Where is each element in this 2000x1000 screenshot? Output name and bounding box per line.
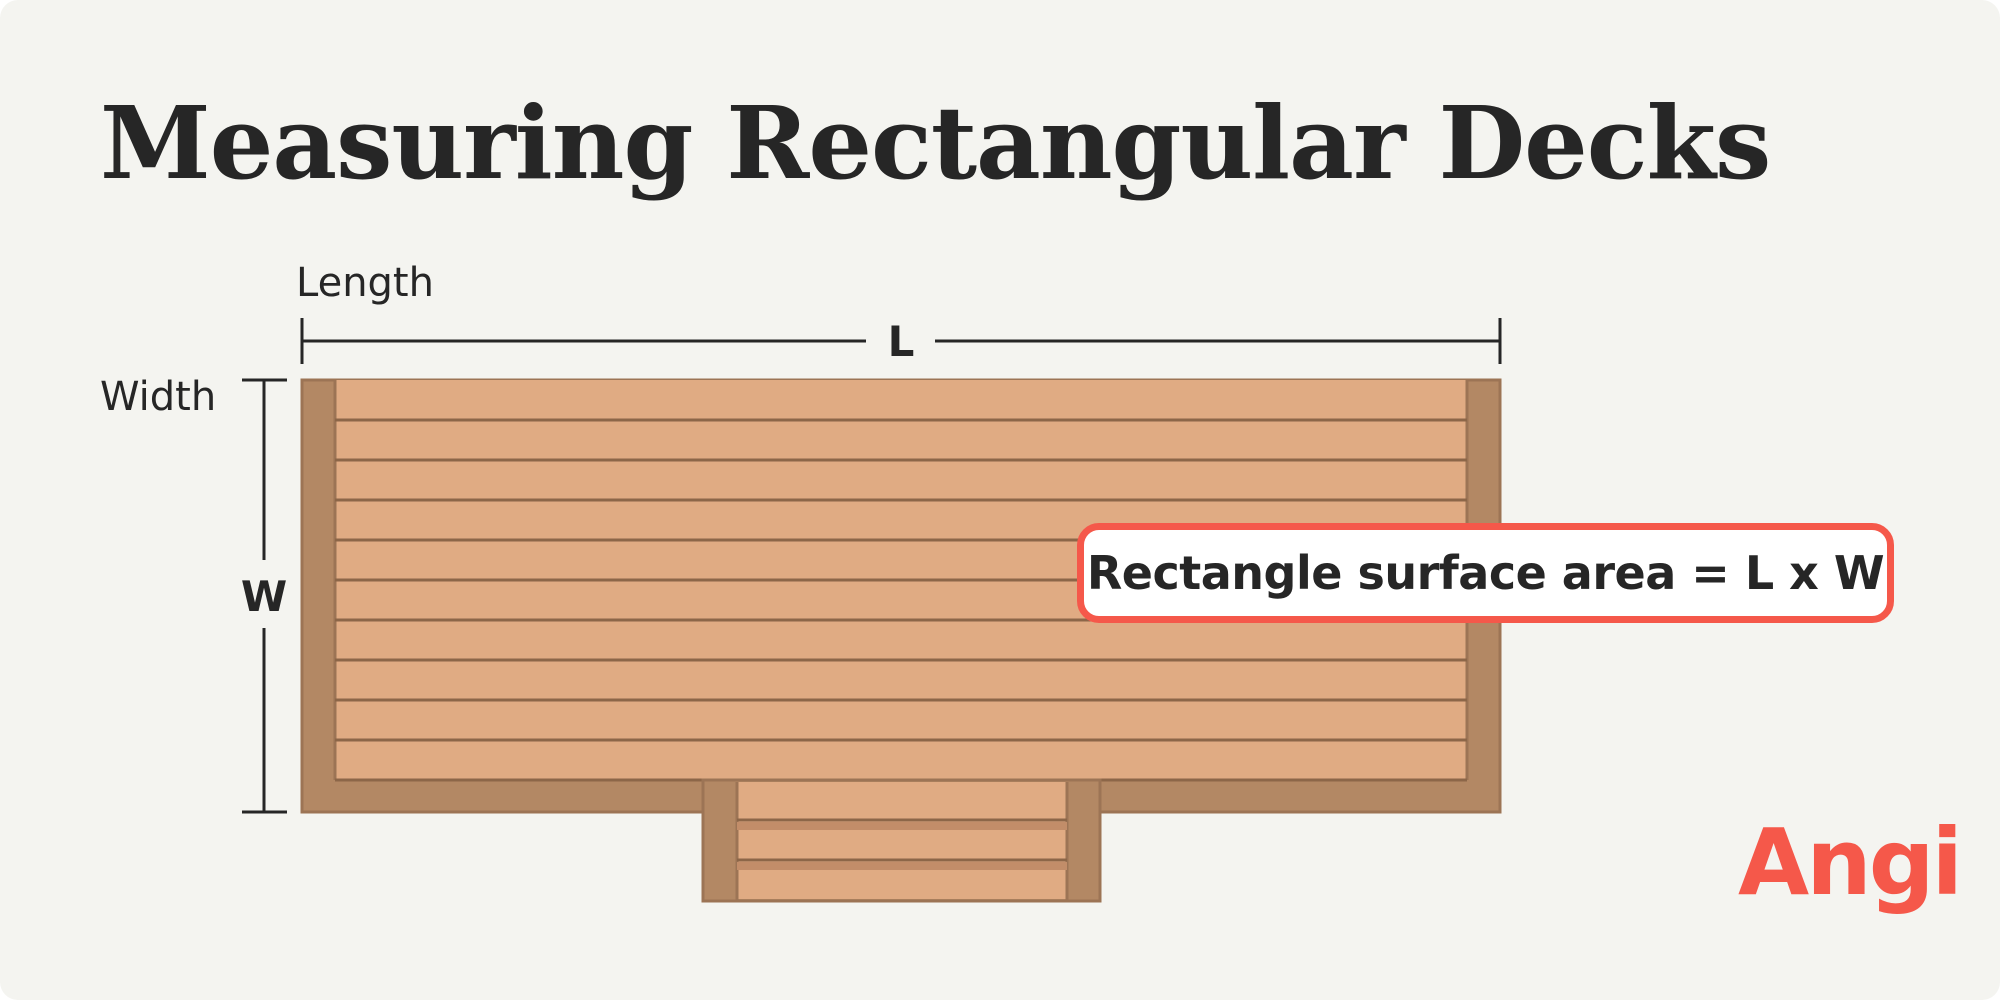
step-shadows — [737, 822, 1067, 870]
length-symbol: L — [888, 317, 915, 366]
deck-steps — [701, 778, 1102, 903]
area-formula-callout: Rectangle surface area = L x W — [1077, 523, 1894, 623]
page-title: Measuring Rectangular Decks — [100, 84, 1771, 202]
angi-logo: Angi — [1738, 809, 1963, 916]
width-label: Width — [100, 374, 216, 420]
step-lines — [737, 818, 1067, 862]
length-dimension — [300, 318, 1502, 364]
steps-treads — [737, 782, 1067, 899]
area-formula-text: Rectangle surface area = L x W — [1086, 546, 1885, 600]
length-label: Length — [296, 260, 434, 306]
width-symbol: W — [241, 572, 287, 621]
width-dimension — [242, 378, 287, 814]
